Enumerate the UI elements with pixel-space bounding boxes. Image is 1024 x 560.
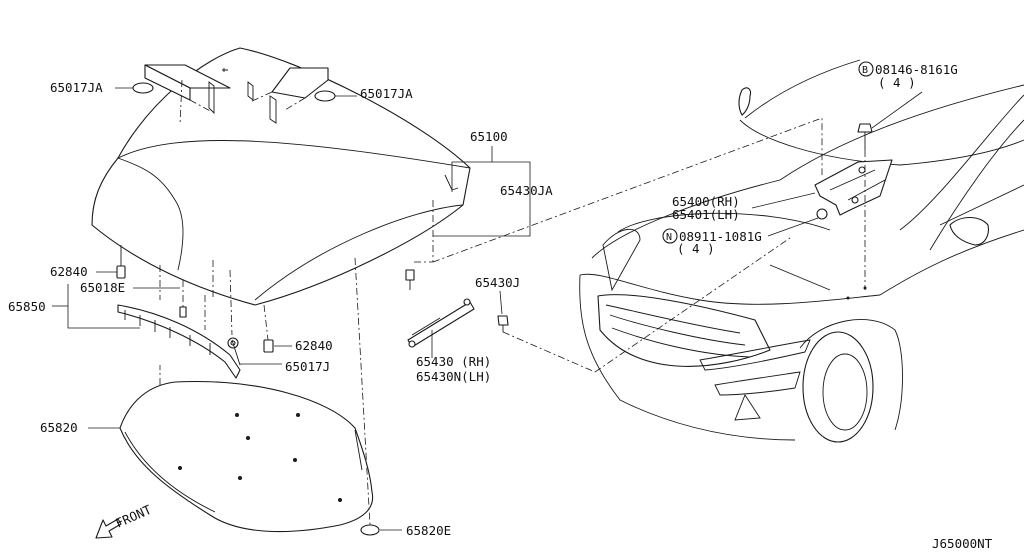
callout-65850: 65850 [8, 299, 46, 314]
callout-08911-1081g: 08911-1081G [679, 229, 762, 244]
callout-65430n-lh: 65430N(LH) [416, 369, 491, 384]
hood-panel [91, 47, 471, 306]
bolt-08146-8161g [857, 123, 873, 290]
hood-hinge-65400 [814, 159, 893, 220]
hood-insulator-pad-left [144, 64, 231, 115]
callout-08146-qty: ( 4 ) [878, 75, 916, 90]
callout-65100: 65100 [470, 129, 508, 144]
callout-65017ja-right: 65017JA [360, 86, 413, 101]
prefix-n: N [666, 232, 672, 243]
front-arrow: FRONT [95, 502, 154, 539]
callout-65430ja: 65430JA [500, 183, 553, 198]
diagram-code: J65000NT [932, 536, 993, 551]
callout-65820: 65820 [40, 420, 78, 435]
clip-65017j [231, 339, 241, 366]
callout-65401-lh: 65401(LH) [672, 207, 740, 222]
callout-08146-8161g: 08146-8161G [875, 62, 958, 77]
leader-08911 [767, 217, 819, 237]
callout-65017j: 65017J [285, 359, 330, 374]
callout-65430j: 65430J [475, 275, 520, 290]
car-body [579, 59, 1024, 443]
callout-62840-right: 62840 [295, 338, 333, 353]
connection-lines [179, 79, 823, 373]
callout-62840-left: 62840 [50, 264, 88, 279]
hood-bumper-62840-left [116, 245, 126, 279]
prefix-circle-n [662, 228, 678, 244]
prefix-circle-b [858, 61, 874, 77]
hood-bumper-62840-right [263, 304, 274, 353]
clip-65017ja-right [314, 90, 336, 102]
bracket-65850 [67, 284, 140, 329]
clip-65820e [360, 524, 380, 536]
callout-65017ja-left: 65017JA [50, 80, 103, 95]
leader-65400 [751, 192, 816, 209]
hood-seal-65850 [117, 265, 241, 379]
callout-65820e: 65820E [406, 523, 451, 538]
hood-strut-65430 [407, 298, 475, 348]
leader-65430j [499, 290, 503, 315]
callout-08911-qty: ( 4 ) [677, 241, 715, 256]
leader-08146 [871, 91, 923, 129]
callout-65400-rh: 65400(RH) [672, 194, 740, 209]
engine-undercover-65820 [119, 365, 374, 533]
prefix-b: B [862, 65, 868, 76]
bracket-65100 [433, 161, 531, 237]
hood-insulator-pad-right [247, 67, 329, 124]
strut-stud-65430j [497, 315, 509, 332]
front-label: FRONT [113, 502, 154, 531]
clip-65017ja-left [132, 82, 154, 94]
strut-stud-65430ja [405, 269, 415, 290]
callout-65430-rh: 65430 (RH) [416, 354, 491, 369]
callout-65018e: 65018E [80, 280, 125, 295]
